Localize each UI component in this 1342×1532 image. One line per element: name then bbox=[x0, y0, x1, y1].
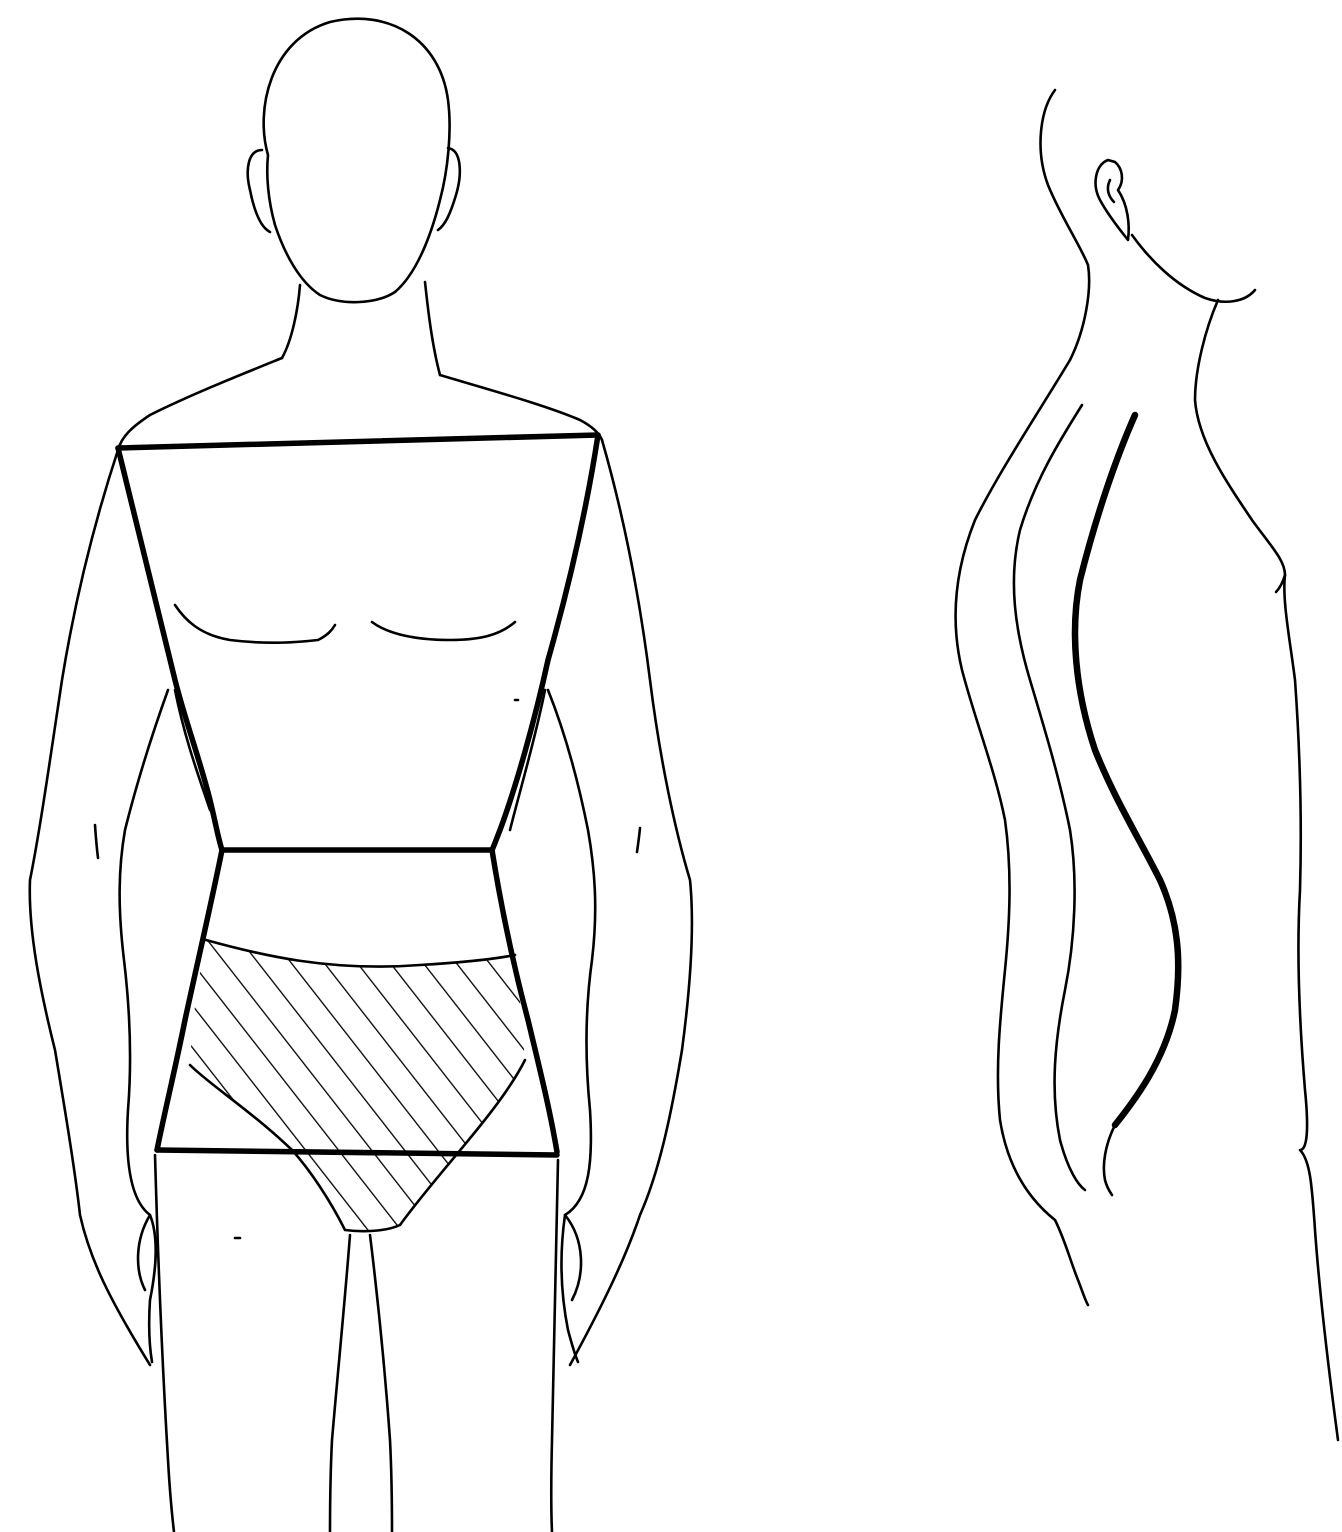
right-arm-outer bbox=[570, 440, 692, 1365]
right-ear bbox=[438, 148, 460, 230]
left-arm-inner bbox=[120, 690, 168, 1290]
left-upper-taper bbox=[118, 448, 222, 850]
left-shoulder bbox=[118, 358, 282, 450]
left-elbow-mark bbox=[95, 825, 98, 858]
neck-left bbox=[282, 285, 300, 358]
side-ear-inner bbox=[1108, 180, 1114, 202]
right-leg-outer bbox=[551, 1160, 558, 1532]
right-shoulder bbox=[440, 375, 602, 440]
head-outline bbox=[264, 19, 450, 302]
right-chest-line bbox=[372, 622, 515, 640]
right-elbow-mark bbox=[637, 828, 640, 852]
right-torso-side bbox=[510, 690, 545, 830]
hip-line bbox=[157, 1150, 557, 1155]
spine-lower-tail bbox=[1104, 1125, 1115, 1195]
side-inner-line bbox=[1014, 405, 1085, 1190]
side-front-body bbox=[1195, 300, 1338, 1440]
hatched-brief-region bbox=[180, 930, 540, 1240]
front-view-figure bbox=[30, 19, 692, 1532]
side-jaw bbox=[1132, 235, 1255, 302]
side-view-figure bbox=[956, 90, 1338, 1440]
left-leg-inner bbox=[330, 1235, 350, 1532]
left-hand bbox=[149, 1215, 156, 1362]
left-arm-outer bbox=[30, 450, 150, 1365]
right-upper-taper bbox=[492, 435, 598, 850]
right-leg-inner bbox=[370, 1235, 392, 1532]
left-leg-outer bbox=[155, 1155, 174, 1532]
right-arm-inner bbox=[548, 690, 595, 1300]
side-head-back bbox=[956, 90, 1090, 1305]
spine-curve bbox=[1075, 415, 1178, 1125]
left-chest-line bbox=[175, 605, 335, 643]
shoulder-line bbox=[118, 435, 598, 448]
neck-right bbox=[425, 282, 440, 375]
